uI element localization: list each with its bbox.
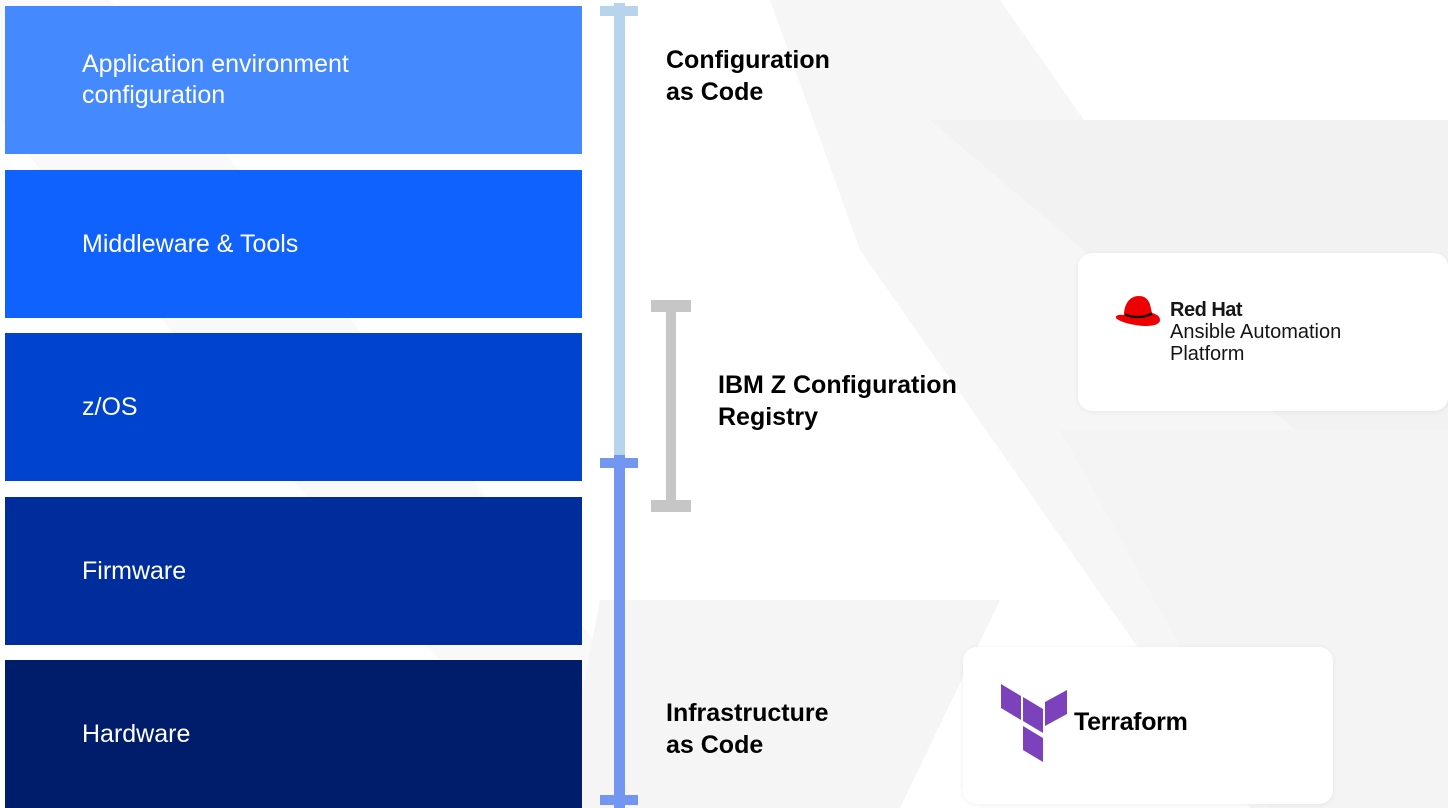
layer-application-environment-configuration: Application environment configuration bbox=[5, 6, 582, 154]
bracket-cap-bottom bbox=[600, 795, 638, 805]
layer-label: Application environment configuration bbox=[82, 50, 349, 109]
redhat-brand: Red Hat bbox=[1170, 299, 1243, 321]
bracket-cap-bottom bbox=[651, 500, 691, 512]
layer-zos: z/OS bbox=[5, 333, 582, 481]
bracket-bar bbox=[614, 455, 625, 808]
layer-middleware-tools: Middleware & Tools bbox=[5, 170, 582, 318]
redhat-hat-icon bbox=[1115, 296, 1160, 326]
bracket-cap-top bbox=[651, 300, 691, 312]
configuration-as-code-bracket bbox=[600, 3, 640, 468]
layer-label: Middleware & Tools bbox=[82, 229, 299, 258]
configuration-as-code-label: Configuration as Code bbox=[666, 46, 830, 106]
infrastructure-as-code-label: Infrastructure as Code bbox=[666, 699, 829, 759]
terraform-card: Terraform bbox=[963, 647, 1333, 804]
ansible-product-name: Ansible Automation Platform bbox=[1170, 321, 1342, 365]
bracket-bar bbox=[614, 3, 625, 468]
bracket-bar bbox=[666, 300, 676, 512]
ibm-z-configuration-registry-label: IBM Z Configuration Registry bbox=[718, 371, 957, 431]
layer-label: z/OS bbox=[82, 392, 138, 421]
layer-label: Hardware bbox=[82, 719, 191, 748]
terraform-logo-icon bbox=[1001, 684, 1067, 762]
ibm-z-configuration-registry-bracket bbox=[651, 300, 691, 512]
ansible-automation-platform-card: Red Hat Ansible Automation Platform bbox=[1078, 253, 1448, 411]
layer-hardware: Hardware bbox=[5, 660, 582, 808]
infrastructure-as-code-bracket bbox=[600, 455, 640, 808]
bracket-cap-top bbox=[600, 6, 638, 16]
terraform-name: Terraform bbox=[1074, 708, 1188, 736]
bracket-cap-top bbox=[600, 458, 638, 468]
layer-firmware: Firmware bbox=[5, 497, 582, 645]
layer-label: Firmware bbox=[82, 556, 187, 585]
